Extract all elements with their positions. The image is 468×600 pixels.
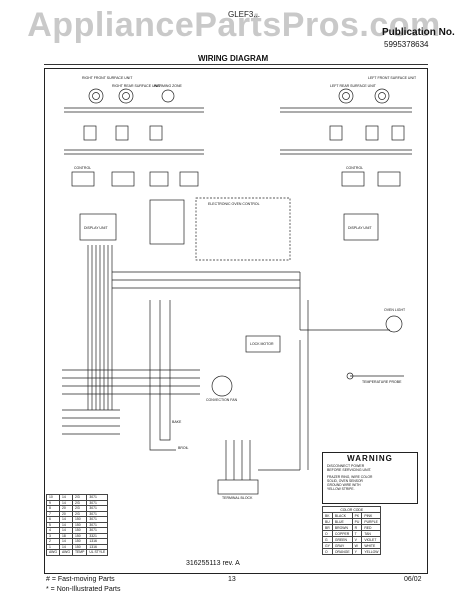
color-table-cell: YELLOW <box>361 548 382 555</box>
color-table-cell: Y <box>351 548 363 555</box>
lf-element-icon <box>374 88 390 104</box>
convection-fan-label: CONVECTION FAN <box>206 398 238 402</box>
convection-fan-icon <box>211 375 233 397</box>
lock-motor-box <box>245 335 281 353</box>
display-right-label: DISPLAY UNIT <box>348 226 372 230</box>
warm-zone-icon <box>161 89 175 103</box>
emc-box <box>195 197 291 261</box>
control-left-label: CONTROL <box>74 166 92 170</box>
bake-label: BAKE <box>172 420 182 424</box>
terminal-block-box <box>217 479 259 495</box>
rf-element-icon <box>88 88 104 104</box>
header-rule <box>44 64 428 65</box>
wire-table-cell: AWG <box>58 549 73 556</box>
warm-zone-label: WARMING ZONE <box>154 84 182 88</box>
page-title: WIRING DIAGRAM <box>198 54 269 63</box>
warning-line-4: SOLID, OVEN SENSOR <box>327 479 363 484</box>
wire-table-cell: 2/3 <box>71 505 88 512</box>
oven-light-label: OVEN LIGHT <box>384 308 406 312</box>
control-right-label: CONTROL <box>346 166 364 170</box>
warning-title: WARNING <box>347 454 393 463</box>
wire-table-cell: 3071 <box>86 499 109 506</box>
display-right-box <box>343 213 379 241</box>
temp-probe-label: TEMPERATURE PROBE <box>362 380 402 384</box>
oven-light-icon <box>385 315 403 333</box>
model-number: GLEF3... <box>228 10 261 19</box>
rr-element-icon <box>118 88 134 104</box>
rr-element-label: RIGHT REAR SURFACE UNIT <box>112 84 161 88</box>
wire-table-cell: TEMP <box>71 549 88 556</box>
wire-table-cell: 3071 <box>86 505 109 512</box>
broil-element <box>149 300 176 451</box>
legend-non-illustrated: * = Non-Illustrated Parts <box>46 586 121 593</box>
rf-element-label: RIGHT FRONT SURFACE UNIT <box>82 76 133 80</box>
wire-table-cell: 3071 <box>86 494 109 501</box>
publication-label: Publication No. <box>382 27 455 38</box>
page-date: 06/02 <box>404 576 422 583</box>
warning-line-3: FRAZER RING, WIRE COLOR <box>327 475 373 480</box>
warning-line-2: BEFORE SERVICING UNIT. <box>327 468 372 473</box>
diagram-reference: 316255113 rev. A <box>186 560 240 567</box>
page-number: 13 <box>228 576 236 583</box>
terminal-block-label: TERMINAL BLOCK <box>222 496 253 500</box>
lr-element-label: LEFT REAR SURFACE UNIT <box>330 84 376 88</box>
lr-element-icon <box>338 88 354 104</box>
display-left-label: DISPLAY UNIT <box>84 226 108 230</box>
color-table-cell: ORANGE <box>331 548 353 555</box>
emc-label: ELECTRONIC OVEN CONTROL <box>208 202 260 206</box>
legend-fast-moving: # = Fast-moving Parts <box>46 576 115 583</box>
display-left-box <box>79 213 117 241</box>
lf-element-label: LEFT FRONT SURFACE UNIT <box>368 76 417 80</box>
warning-line-5: GROUND WIRE WITH <box>327 483 361 488</box>
diagram-frame <box>44 68 428 574</box>
warning-line-6: YELLOW STRIPE. <box>327 487 355 492</box>
wire-table-cell: 2/3 <box>71 499 88 506</box>
publication-number: 5995378634 <box>384 40 429 49</box>
wire-table-cell: UL STYLE <box>86 549 109 556</box>
watermark: AppliancePartsPros.com <box>27 6 441 44</box>
wire-table-cell: 2/3 <box>71 494 88 501</box>
lock-motor-label: LOCK MOTOR <box>250 342 274 346</box>
wire-table-cell: AWG <box>46 549 60 556</box>
broil-label: BROIL <box>178 446 189 450</box>
warning-box: WARNING DISCONNECT POWER BEFORE SERVICIN… <box>322 452 418 504</box>
warning-line-1: DISCONNECT POWER <box>327 464 365 468</box>
control-left-box <box>71 171 95 187</box>
color-table-cell: O <box>322 548 333 555</box>
